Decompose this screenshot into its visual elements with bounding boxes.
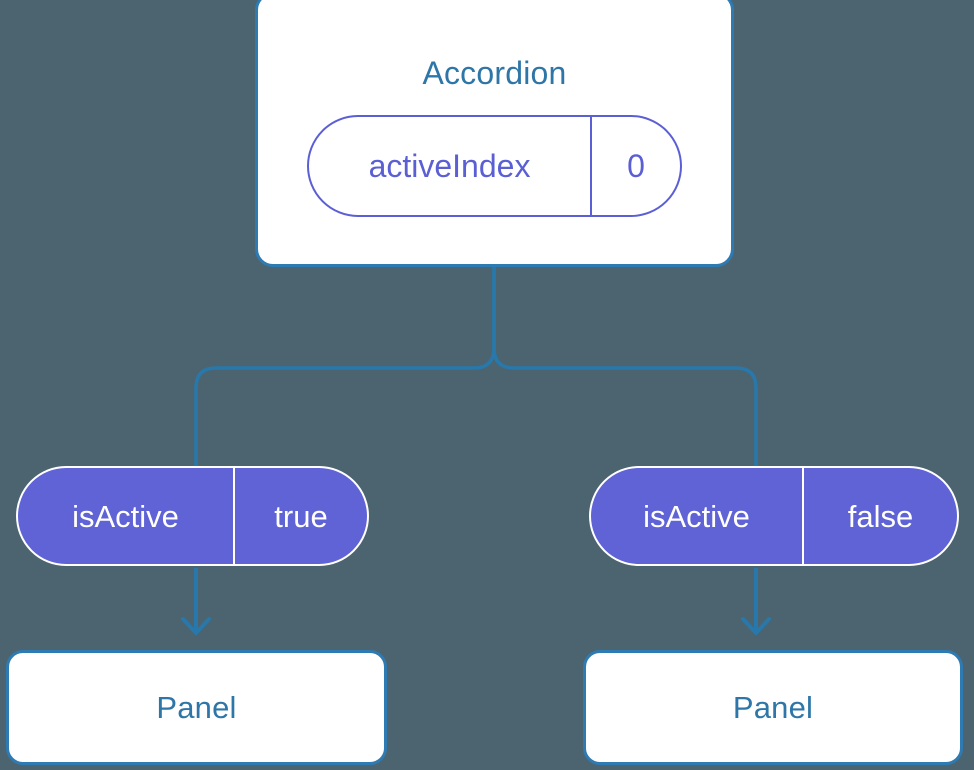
accordion-node[interactable]: Accordion activeIndex 0 — [255, 0, 734, 267]
arrow-left — [181, 568, 211, 635]
right-prop-pill[interactable]: isActive false — [589, 466, 959, 566]
right-panel-title: Panel — [732, 690, 814, 725]
accordion-title: Accordion — [422, 55, 567, 91]
connector-right-branch — [492, 264, 758, 472]
right-panel-node[interactable]: Panel — [583, 650, 963, 765]
left-panel-node[interactable]: Panel — [6, 650, 387, 765]
left-prop-value: true — [274, 498, 328, 534]
accordion-state-value: 0 — [627, 148, 645, 184]
arrow-right — [741, 568, 771, 635]
right-prop-key: isActive — [591, 468, 804, 564]
left-prop-pill[interactable]: isActive true — [16, 466, 369, 566]
accordion-state-pill[interactable]: activeIndex 0 — [307, 115, 682, 217]
left-panel-title: Panel — [156, 690, 237, 725]
accordion-state-key: activeIndex — [309, 117, 592, 215]
right-prop-value: false — [847, 498, 914, 534]
connector-left-branch — [194, 264, 496, 472]
left-prop-key: isActive — [18, 468, 235, 564]
